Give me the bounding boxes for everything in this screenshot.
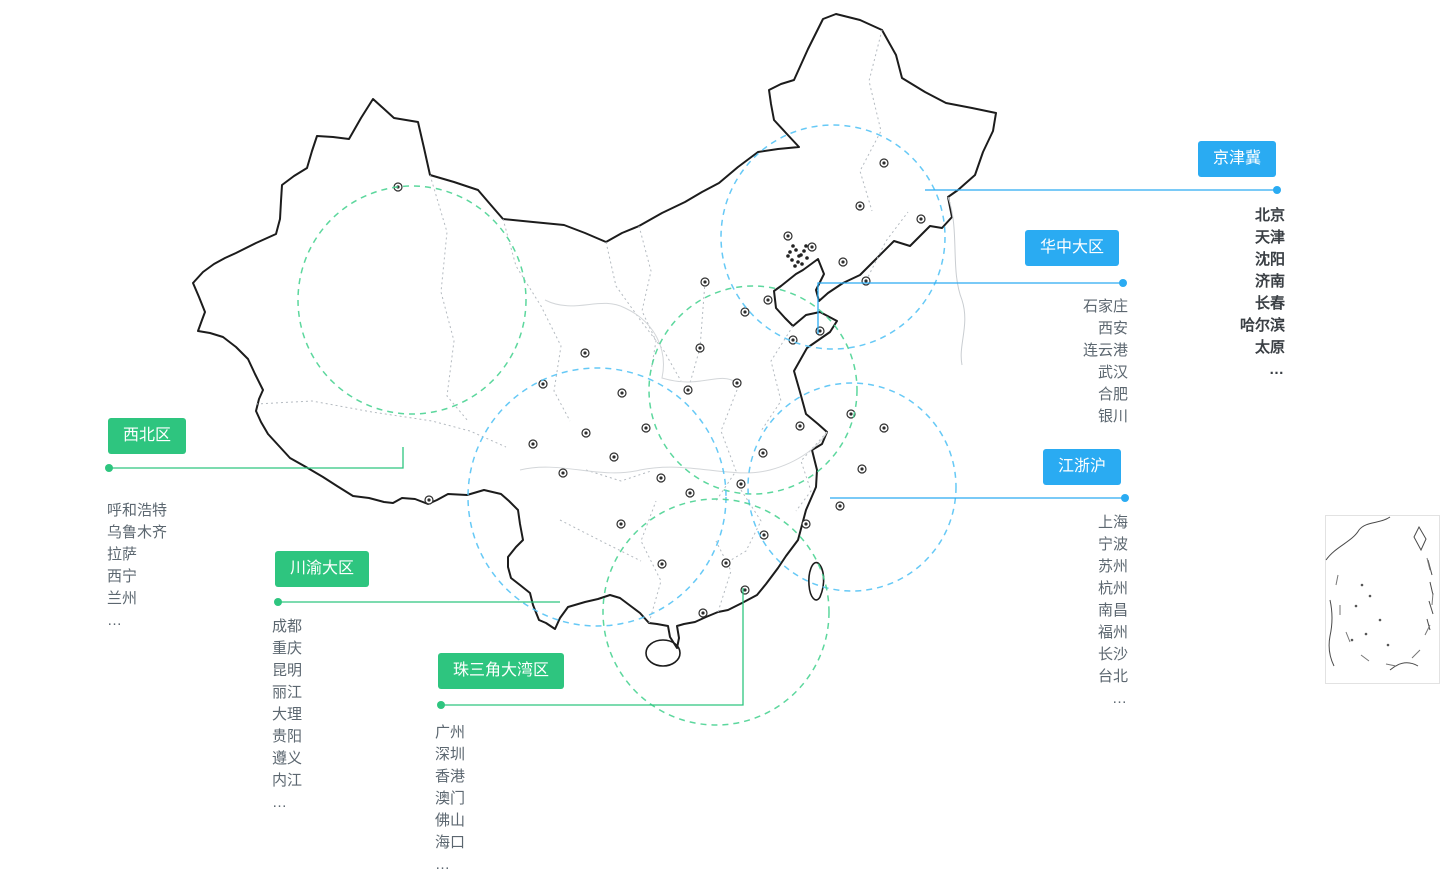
callout-line-huazhong bbox=[817, 282, 1123, 334]
region-label-chuanyu[interactable]: 川渝大区 bbox=[275, 551, 370, 587]
city-item: 南昌 bbox=[1097, 602, 1128, 619]
city-item: 丽江 bbox=[272, 684, 303, 701]
city-item: 贵阳 bbox=[272, 728, 303, 745]
province-borders bbox=[255, 29, 909, 624]
city-item: 昆明 bbox=[272, 662, 303, 679]
city-item: 澳门 bbox=[435, 790, 466, 807]
region-label-jingjinji[interactable]: 京津冀 bbox=[1198, 141, 1277, 177]
callout-line-zhusanjiao bbox=[441, 588, 744, 706]
city-item: 深圳 bbox=[435, 746, 466, 763]
callout-dot-chuanyu-icon bbox=[274, 598, 282, 606]
china-outline bbox=[192, 13, 997, 649]
city-list-ellipsis: … bbox=[1112, 690, 1128, 707]
capital-city-cluster bbox=[786, 244, 809, 268]
city-item: 连云港 bbox=[1082, 342, 1128, 359]
region-label-huazhong[interactable]: 华中大区 bbox=[1025, 230, 1120, 266]
city-list-ellipsis: … bbox=[1269, 361, 1285, 378]
city-item: 哈尔滨 bbox=[1239, 317, 1285, 334]
region-circle-zhusanjiao bbox=[602, 498, 830, 726]
callout-dot-xibei-icon bbox=[105, 464, 113, 472]
city-item: 合肥 bbox=[1097, 386, 1128, 403]
callout-dot-jiangzhehu-icon bbox=[1121, 494, 1129, 502]
city-list-ellipsis: … bbox=[272, 794, 288, 811]
callout-dot-jingjinji-icon bbox=[1273, 186, 1281, 194]
city-list-jingjinji: 北京天津沈阳济南长春哈尔滨太原 … bbox=[1240, 205, 1285, 381]
city-item: 西安 bbox=[1097, 320, 1128, 337]
taiwan-island bbox=[808, 561, 825, 601]
callout-dot-zhusanjiao-icon bbox=[437, 701, 445, 709]
city-item: 乌鲁木齐 bbox=[107, 524, 168, 541]
region-label-xibei[interactable]: 西北区 bbox=[108, 418, 187, 454]
city-item: 呼和浩特 bbox=[107, 502, 168, 519]
city-item: 广州 bbox=[435, 724, 466, 741]
city-list-huazhong: 石家庄西安连云港武汉合肥银川 bbox=[1083, 296, 1128, 428]
region-circle-huazhong bbox=[648, 285, 858, 495]
city-item: 遵义 bbox=[272, 750, 303, 767]
city-item: 大理 bbox=[272, 706, 303, 723]
city-item: 太原 bbox=[1254, 339, 1285, 356]
callout-lines bbox=[105, 186, 1281, 709]
city-item: 银川 bbox=[1097, 408, 1128, 425]
city-item: 沈阳 bbox=[1254, 251, 1285, 268]
city-item: 杭州 bbox=[1097, 580, 1128, 597]
city-item: 长春 bbox=[1254, 295, 1285, 312]
city-item: 西宁 bbox=[107, 568, 138, 585]
region-label-jiangzhehu[interactable]: 江浙沪 bbox=[1043, 449, 1122, 485]
city-item: 北京 bbox=[1254, 207, 1285, 224]
city-item: 福州 bbox=[1097, 624, 1128, 641]
region-circle-jingjinji bbox=[720, 124, 946, 350]
south-china-sea-inset bbox=[1325, 515, 1440, 684]
city-item: 济南 bbox=[1254, 273, 1285, 290]
city-item: 成都 bbox=[272, 618, 303, 635]
river-lines bbox=[519, 299, 828, 474]
city-markers bbox=[393, 158, 926, 618]
city-list-ellipsis: … bbox=[107, 612, 123, 629]
city-list-xibei: 呼和浩特乌鲁木齐拉萨西宁兰州 … bbox=[107, 500, 167, 632]
callout-dot-huazhong-icon bbox=[1119, 279, 1127, 287]
city-item: 宁波 bbox=[1097, 536, 1128, 553]
city-item: 重庆 bbox=[272, 640, 303, 657]
city-item: 台北 bbox=[1097, 668, 1128, 685]
callout-line-xibei bbox=[109, 447, 404, 469]
region-label-zhusanjiao[interactable]: 珠三角大湾区 bbox=[438, 653, 565, 689]
korea-coastline bbox=[947, 196, 966, 366]
region-circle-jiangzhehu bbox=[747, 382, 957, 592]
region-circle-xibei bbox=[297, 185, 527, 415]
city-list-zhusanjiao: 广州深圳香港澳门佛山海口 … bbox=[435, 722, 465, 876]
city-list-ellipsis: … bbox=[435, 856, 451, 873]
city-item: 内江 bbox=[272, 772, 303, 789]
city-item: 长沙 bbox=[1097, 646, 1128, 663]
city-item: 石家庄 bbox=[1082, 298, 1128, 315]
city-item: 佛山 bbox=[435, 812, 466, 829]
city-item: 兰州 bbox=[107, 590, 138, 607]
city-item: 天津 bbox=[1254, 229, 1285, 246]
city-item: 上海 bbox=[1097, 514, 1128, 531]
city-item: 香港 bbox=[435, 768, 466, 785]
city-item: 拉萨 bbox=[107, 546, 138, 563]
city-list-chuanyu: 成都重庆昆明丽江大理贵阳遵义内江 … bbox=[272, 616, 302, 814]
city-item: 海口 bbox=[435, 834, 466, 851]
city-list-jiangzhehu: 上海宁波苏州杭州南昌福州长沙台北 … bbox=[1098, 512, 1128, 710]
region-circles bbox=[297, 124, 957, 726]
region-circle-chuanyu bbox=[467, 367, 727, 627]
city-item: 武汉 bbox=[1097, 364, 1128, 381]
hainan-island bbox=[645, 639, 681, 667]
city-item: 苏州 bbox=[1097, 558, 1128, 575]
